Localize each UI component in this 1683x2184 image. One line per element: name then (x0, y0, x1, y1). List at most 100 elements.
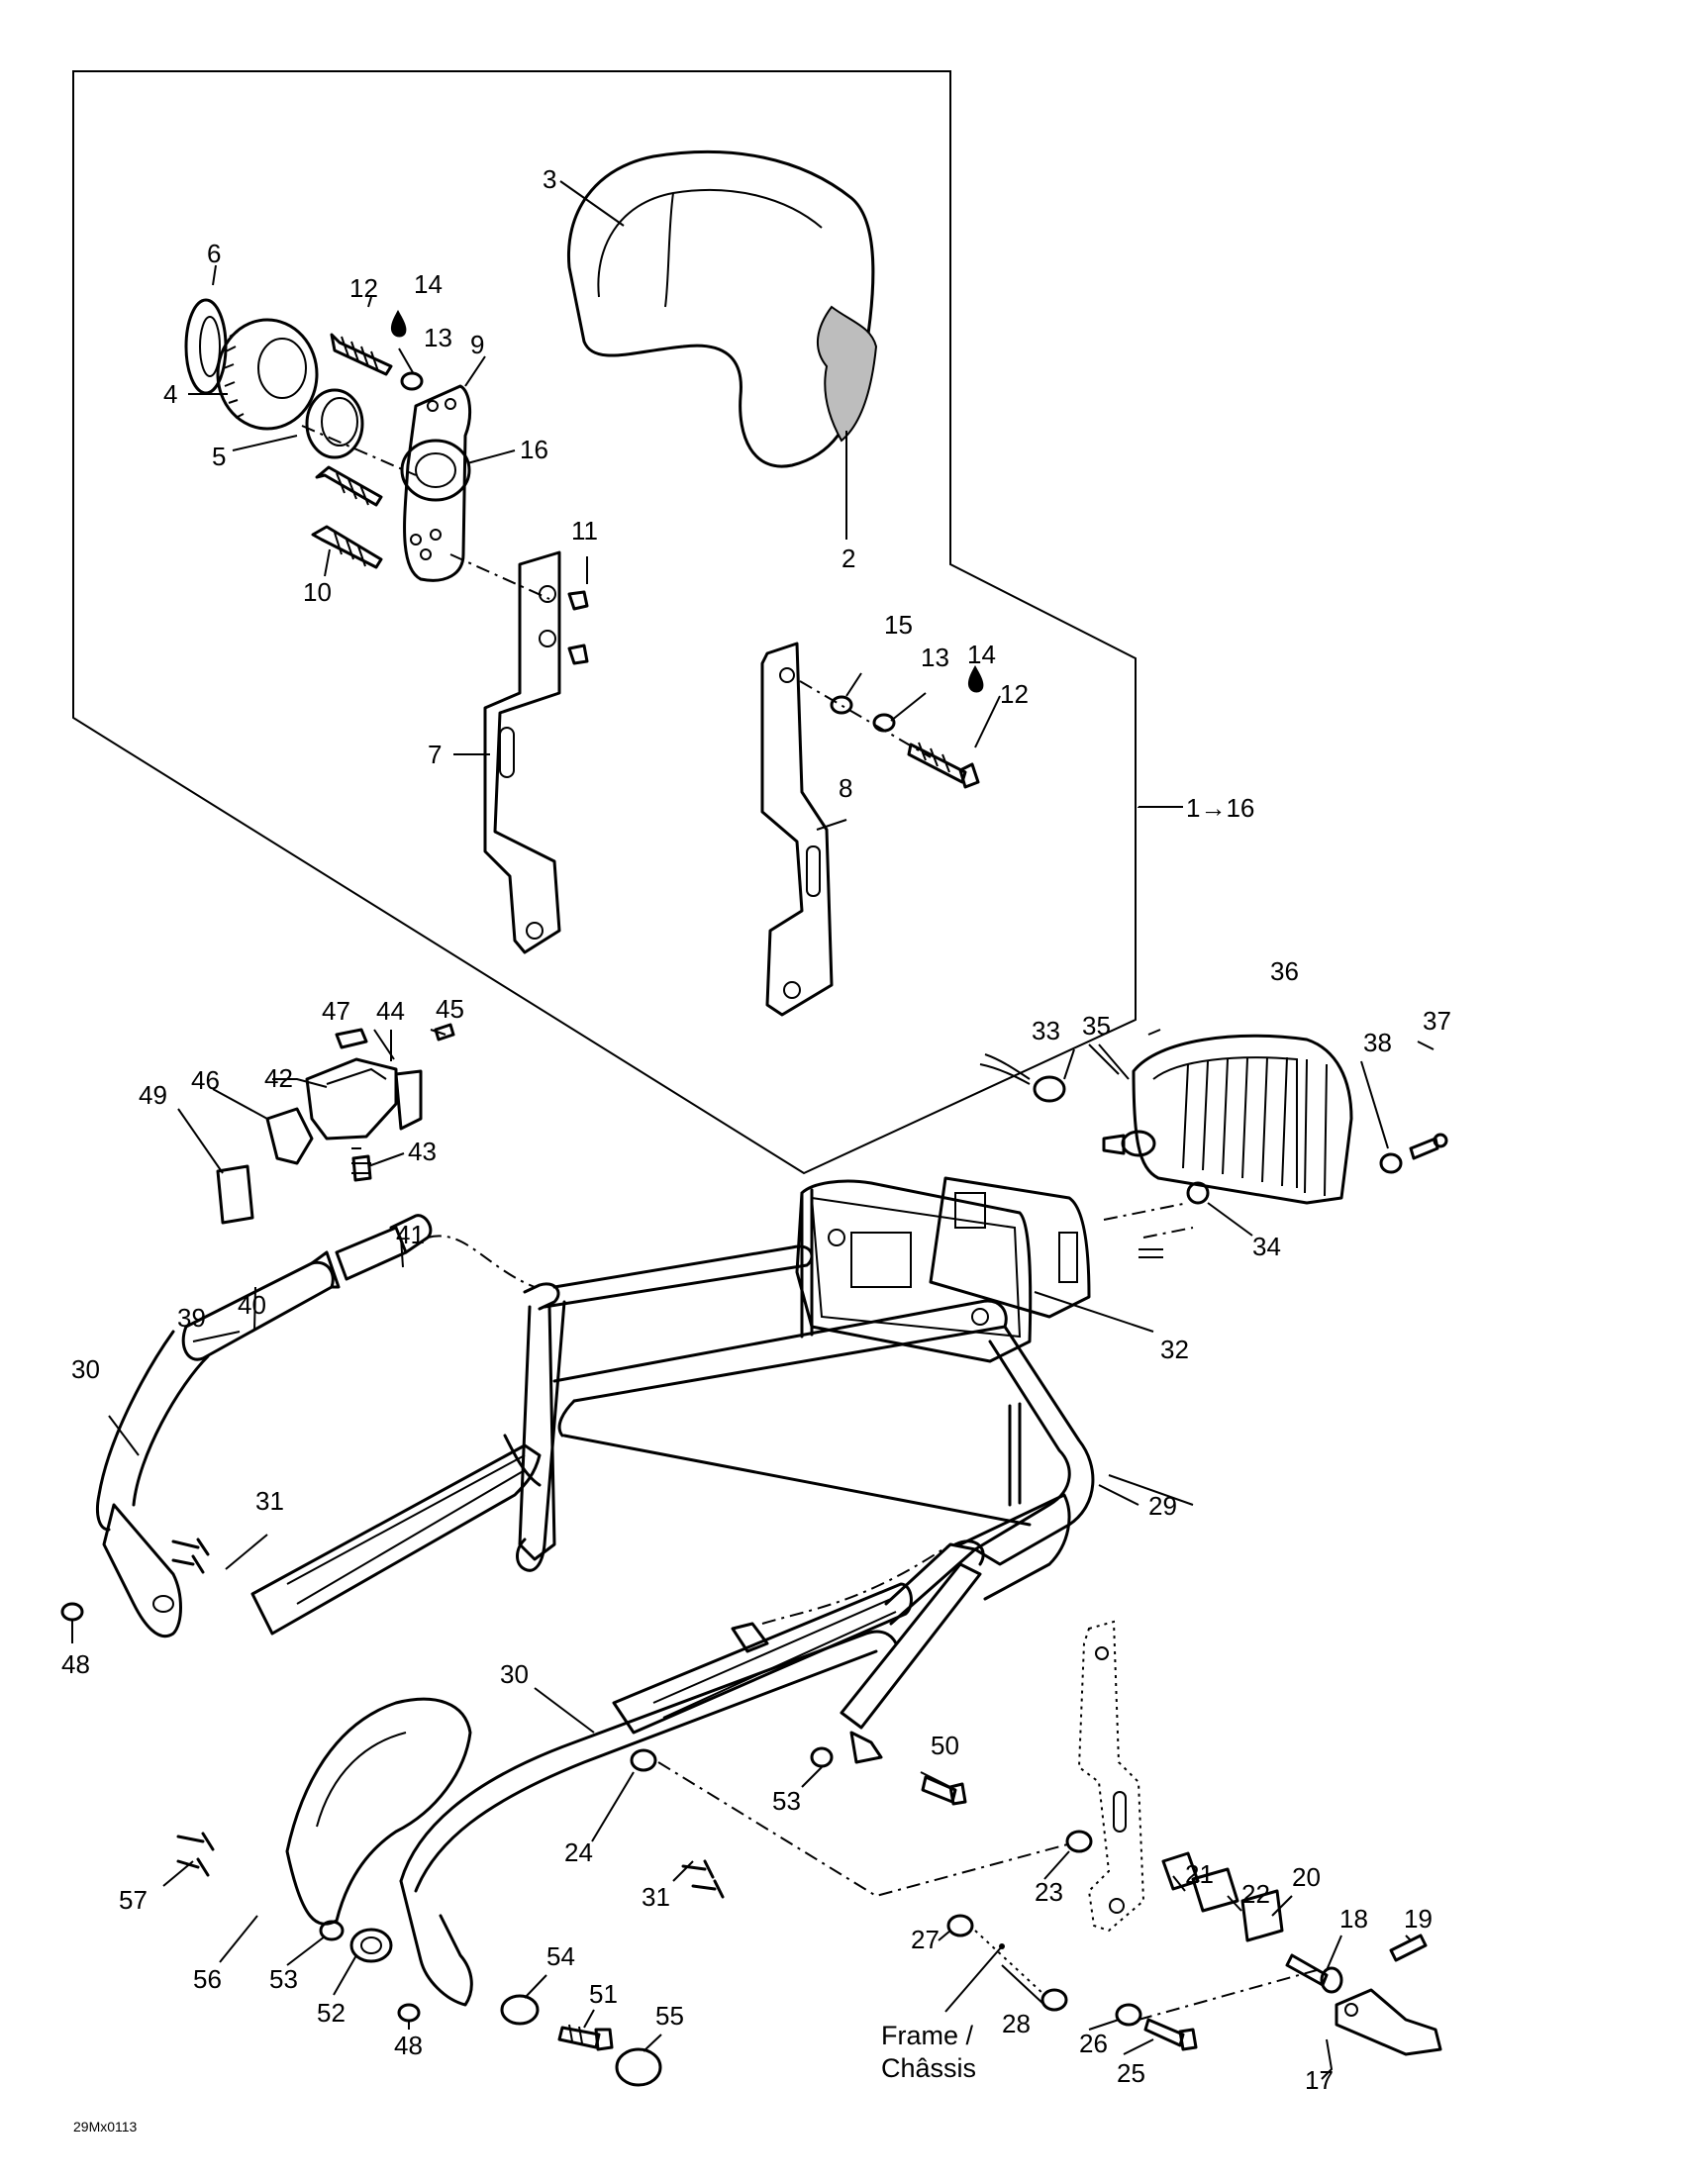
callout-16: 16 (520, 435, 548, 464)
switch-plate (394, 1069, 423, 1131)
nut-27 (946, 1914, 974, 1937)
callout-45: 45 (436, 994, 464, 1024)
screw-37 (1409, 1133, 1448, 1160)
callout-54: 54 (546, 1941, 575, 1971)
callout-4: 4 (163, 379, 177, 409)
callout-30b: 30 (500, 1659, 529, 1689)
frame-adapter-bracket (1077, 1620, 1145, 1933)
tail-light-lens (1132, 1034, 1353, 1205)
leader-lines (71, 180, 1435, 2080)
bracket-left (483, 550, 589, 954)
callout-8: 8 (839, 773, 852, 803)
side-rail-left-post (503, 1305, 556, 1561)
bolt-51 (557, 2024, 614, 2051)
washer-38 (1379, 1152, 1403, 1174)
callout-28: 28 (1002, 2009, 1031, 2038)
callout-49: 49 (139, 1080, 167, 1110)
callout-13: 13 (424, 323, 452, 352)
switch-cap (216, 1164, 254, 1225)
callout-10: 10 (303, 577, 332, 607)
nut-24 (630, 1748, 657, 1772)
bolt-25 (1143, 2018, 1198, 2051)
callout-42: 42 (264, 1063, 293, 1093)
nut-34 (1186, 1181, 1210, 1205)
spacer-52 (349, 1928, 393, 1963)
callout-32: 32 (1160, 1335, 1189, 1364)
callout-44: 44 (376, 996, 405, 1026)
callout-kit: 1→16 (1186, 793, 1254, 823)
threadlock-drop-icon (390, 310, 407, 338)
callout-52: 52 (317, 1998, 346, 2028)
callout-22: 22 (1241, 1879, 1270, 1909)
handle-grip (181, 1250, 341, 1361)
callout-26: 26 (1079, 2029, 1108, 2058)
callout-19: 19 (1404, 1904, 1433, 1934)
bushing (305, 388, 364, 459)
washer-15 (830, 695, 853, 715)
frame-label-line1: Frame / (881, 2021, 974, 2050)
shim-22 (1191, 1867, 1239, 1913)
callout-7: 7 (428, 740, 442, 769)
adjuster-knob (216, 318, 319, 431)
callout-48b: 48 (394, 2031, 423, 2060)
side-rail-right (399, 1542, 982, 2007)
bulb (1102, 1130, 1156, 1157)
hinge-plate (400, 384, 472, 582)
callout-27: 27 (911, 1925, 940, 1954)
frame-label-line2: Châssis (881, 2053, 976, 2083)
callout-47: 47 (322, 996, 350, 1026)
washer-13 (872, 713, 896, 733)
license-bracket (795, 1179, 1033, 1363)
callout-33: 33 (1032, 1016, 1060, 1045)
side-rail-left (95, 1330, 542, 1638)
callout-18: 18 (1339, 1904, 1368, 1934)
callout-21: 21 (1185, 1859, 1214, 1889)
callout-24: 24 (564, 1837, 593, 1867)
callout-15: 15 (884, 610, 913, 640)
callout-56: 56 (193, 1964, 222, 1994)
callout-51: 51 (589, 1979, 618, 2009)
washer-26 (1115, 2003, 1142, 2027)
callout-20: 20 (1292, 1862, 1321, 1892)
image-code: 29Mx0113 (73, 2119, 138, 2134)
callout-11: 11 (571, 516, 598, 546)
wire-harness (979, 1053, 1066, 1103)
callout-39: 39 (177, 1303, 206, 1333)
callout-46: 46 (191, 1065, 220, 1095)
washer-53 (810, 1746, 834, 1768)
washer-54 (500, 1994, 540, 2026)
tail-light-housing (929, 1176, 1091, 1319)
kit-boundary (72, 70, 1137, 1175)
lock-ring (184, 298, 228, 395)
callout-30: 30 (71, 1354, 100, 1384)
callout-35: 35 (1082, 1011, 1111, 1041)
bolt-18 (1285, 1953, 1343, 1994)
rack-frame (516, 1188, 1095, 1601)
cap-55 (615, 2047, 662, 2087)
callout-41: 41 (396, 1220, 425, 1249)
clip-48 (397, 2003, 421, 2023)
threadlock-drop-icon (967, 665, 984, 693)
hitch-17 (1335, 1988, 1442, 2056)
bolt-lower (311, 525, 383, 569)
bolt-upper (330, 333, 393, 376)
spring-43 (351, 1154, 372, 1182)
washer-upper (400, 371, 424, 391)
callout-37: 37 (1423, 1006, 1451, 1036)
callout-55: 55 (655, 2001, 684, 2031)
callout-34: 34 (1252, 1232, 1281, 1261)
callout-40: 40 (238, 1290, 266, 1320)
washer-53 (319, 1920, 345, 1941)
callout-23: 23 (1035, 1877, 1063, 1907)
callout-53b: 53 (269, 1964, 298, 1994)
callout-17: 17 (1305, 2065, 1334, 2095)
clip-48 (60, 1602, 84, 1622)
callout-50: 50 (931, 1731, 959, 1760)
callout-31b: 31 (642, 1882, 670, 1912)
callout-2: 2 (842, 544, 855, 573)
callout-25: 25 (1117, 2058, 1145, 2088)
bracket-right (760, 642, 834, 1017)
backrest-pad (566, 150, 878, 468)
callout-6: 6 (207, 239, 221, 268)
